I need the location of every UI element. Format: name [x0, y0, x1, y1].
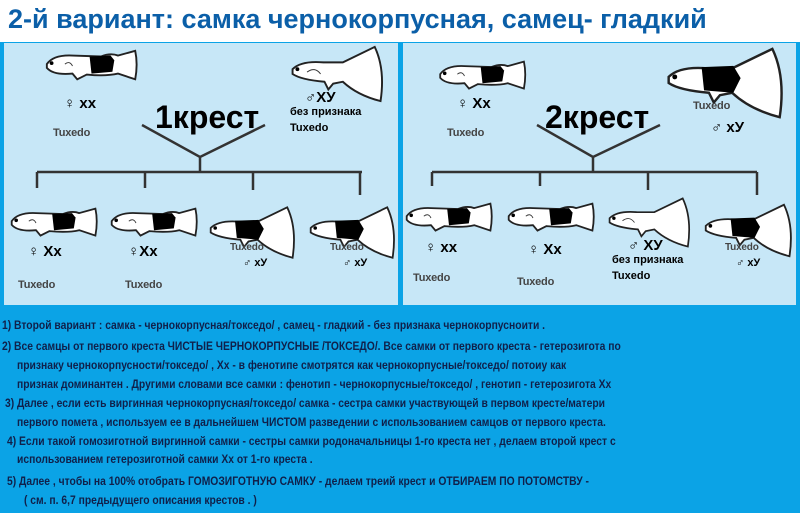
note-3-cont: первого помета , используем ее в дальней…	[17, 415, 606, 429]
cross-2-label: 2крест	[545, 99, 650, 135]
tuxedo-label: Tuxedo	[330, 242, 364, 253]
fish-female-tuxedo	[108, 205, 200, 241]
tuxedo-label: Tuxedo	[693, 100, 731, 112]
tuxedo-label: Tuxedo	[725, 242, 759, 253]
fish-female-tuxedo	[43, 47, 140, 85]
cross-1-panel	[4, 43, 398, 305]
note-4-cont: использованием гетерозиготной самки Xx о…	[17, 452, 313, 466]
genotype-label: ♂ xУ	[736, 257, 761, 269]
fish-male-plain	[283, 45, 393, 103]
genotype-label: ♀ Xx	[28, 243, 62, 260]
page-title: 2-й вариант: самка чернокорпусная, самец…	[0, 0, 800, 42]
genotype-label: ♀ xx	[64, 95, 97, 112]
fish-female-tuxedo	[435, 58, 530, 94]
note-label: без признака	[290, 106, 362, 118]
fish-female-tuxedo	[8, 205, 100, 241]
tuxedo-label: Tuxedo	[612, 270, 651, 282]
note-3: 3) Далее , если есть виргинная чернокорп…	[5, 396, 605, 410]
note-1: 1) Второй вариант : самка - чернокорпусн…	[2, 318, 546, 332]
fish-female-tuxedo	[403, 200, 495, 236]
genotype-label: ♀Xx	[128, 243, 158, 260]
genotype-label: ♂ XУ	[628, 237, 663, 254]
genotype-label: ♀ Xx	[528, 241, 562, 258]
note-5: 5) Далее , чтобы на 100% отобрать ГОМОЗИ…	[7, 474, 589, 488]
cross-1-label: 1крест	[155, 99, 260, 135]
tuxedo-label: Tuxedo	[517, 276, 555, 288]
note-label: без признака	[612, 254, 684, 266]
fish-male-tuxedo	[308, 200, 398, 265]
note-4: 4) Если такой гомозиготной виргинной сам…	[7, 434, 616, 448]
note-5-cont: ( см. п. 6,7 предыдущего описания кресто…	[24, 493, 257, 507]
genotype-label: ♀ Xx	[457, 95, 491, 112]
genotype-label: ♂ xУ	[343, 257, 368, 269]
tuxedo-label: Tuxedo	[413, 272, 451, 284]
fish-female-tuxedo	[505, 200, 597, 236]
tuxedo-label: Tuxedo	[18, 279, 56, 291]
note-2-cont: признак доминантен . Другими словами все…	[17, 377, 612, 391]
fish-male-tuxedo	[703, 198, 795, 263]
genotype-label: ♀ xx	[425, 239, 458, 256]
fish-male-tuxedo	[208, 200, 298, 265]
genotype-label: ♂XУ	[305, 89, 336, 106]
tuxedo-label: Tuxedo	[53, 127, 91, 139]
note-2: 2) Все самцы от первого креста ЧИСТЫЕ ЧЕ…	[2, 339, 621, 353]
tuxedo-label: Tuxedo	[290, 122, 329, 134]
tuxedo-label: Tuxedo	[447, 127, 485, 139]
tuxedo-label: Tuxedo	[125, 279, 163, 291]
note-2-cont: признаку чернокорпусности/токседо/ , Xx …	[17, 358, 567, 372]
tuxedo-label: Tuxedo	[230, 242, 264, 253]
genotype-label: ♂ xУ	[243, 257, 268, 269]
genotype-label: ♂ xУ	[711, 119, 745, 136]
